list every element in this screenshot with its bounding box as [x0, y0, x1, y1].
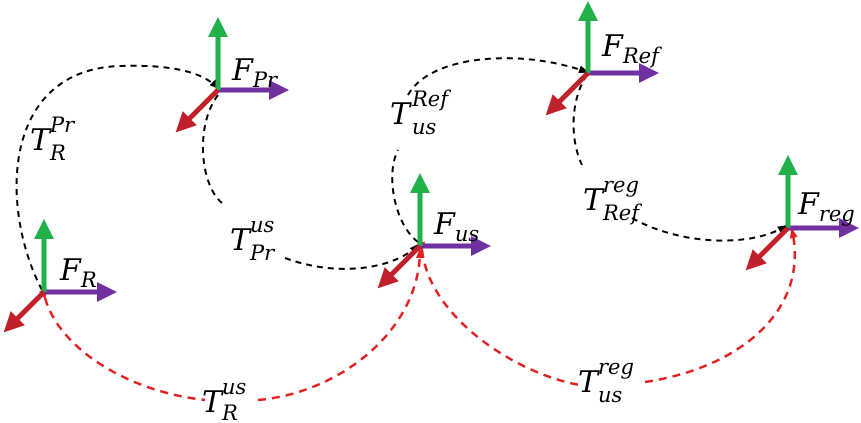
svg-text:T: T — [230, 223, 252, 258]
label-transform-probe-us: T us Pr — [230, 213, 276, 265]
label-transform-us-ref: T Ref us — [390, 87, 451, 139]
label-transform-ref-reg: T reg Ref — [583, 173, 642, 225]
transform-ref-reg-curve — [572, 74, 788, 242]
label-frame-robot: FR — [59, 253, 97, 292]
transform-us-reg-curve — [417, 228, 798, 387]
frame-reg — [745, 155, 859, 271]
frame-reference — [545, 1, 659, 116]
svg-text:T: T — [202, 385, 224, 420]
svg-text:us: us — [250, 213, 275, 237]
svg-text:us: us — [598, 383, 623, 407]
label-transform-robot-probe: T Pr R — [30, 113, 76, 165]
svg-text:R: R — [49, 141, 66, 165]
label-frame-us: Fus — [433, 207, 479, 246]
transform-robot-us-curve — [38, 248, 424, 402]
label-transform-robot-us: T us R — [202, 375, 247, 423]
svg-text:us: us — [412, 115, 437, 139]
svg-text:Pr: Pr — [49, 113, 76, 137]
transform-probe-us-curve — [202, 94, 420, 270]
svg-text:Pr: Pr — [249, 241, 276, 265]
svg-text:T: T — [390, 97, 412, 132]
svg-text:us: us — [222, 375, 247, 399]
frame-reg-z-axis — [745, 226, 790, 271]
svg-text:reg: reg — [598, 355, 634, 379]
frame-probe — [175, 17, 289, 133]
svg-text:R: R — [221, 401, 238, 423]
svg-text:Ref: Ref — [602, 201, 642, 225]
svg-text:T: T — [583, 183, 605, 218]
frame-robot-z-axis — [3, 290, 46, 333]
svg-text:Ref: Ref — [411, 87, 451, 111]
svg-text:reg: reg — [603, 173, 639, 197]
frame-reference-z-axis — [545, 71, 590, 116]
label-frame-probe: FPr — [231, 53, 279, 92]
frame-robot — [3, 219, 117, 333]
frame-probe-z-axis — [175, 88, 220, 133]
label-transform-us-reg: T reg us — [578, 355, 634, 407]
frame-us — [377, 173, 491, 289]
transform-robot-probe-curve — [15, 64, 220, 291]
svg-text:T: T — [578, 365, 600, 400]
frame-us-z-axis — [377, 244, 422, 289]
svg-text:T: T — [30, 123, 52, 158]
label-frame-reference: FRef — [601, 29, 662, 68]
transform-us-ref-curve — [391, 57, 589, 243]
label-frame-reg: Freg — [797, 187, 855, 226]
